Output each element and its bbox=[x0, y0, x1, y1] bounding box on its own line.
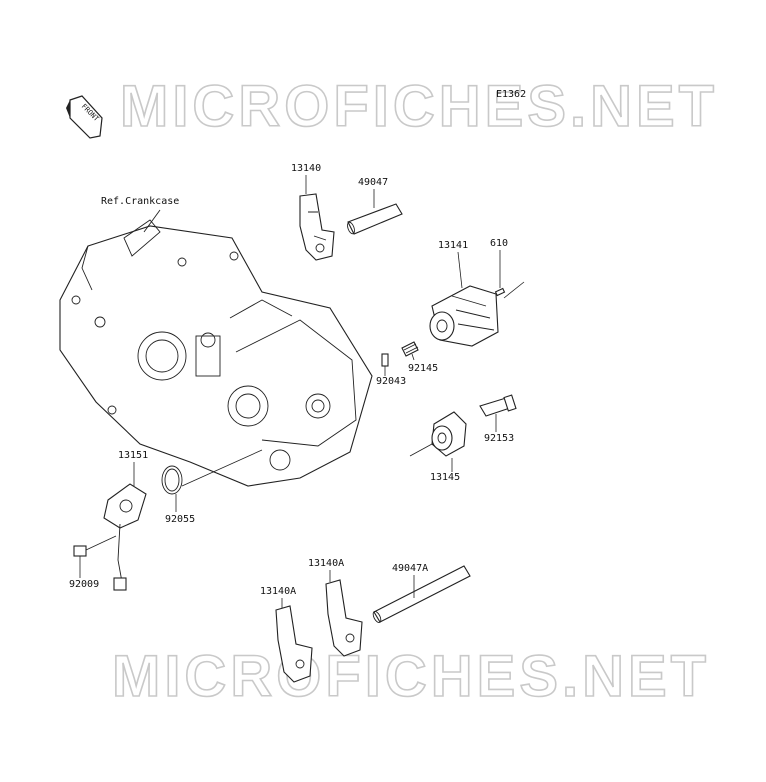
shift-drum-13141 bbox=[429, 285, 499, 347]
label-13151: 13151 bbox=[118, 450, 148, 461]
label-92055: 92055 bbox=[165, 514, 195, 525]
bolt-92153 bbox=[479, 394, 517, 417]
label-92043: 92043 bbox=[376, 376, 406, 387]
label-13145: 13145 bbox=[430, 472, 460, 483]
label-13140: 13140 bbox=[291, 163, 321, 174]
label-610: 610 bbox=[490, 238, 508, 249]
o-ring-92055 bbox=[161, 449, 263, 495]
label-92145: 92145 bbox=[408, 363, 438, 374]
shift-fork-13140 bbox=[299, 193, 335, 261]
label-92153: 92153 bbox=[484, 433, 514, 444]
screw-92009 bbox=[73, 535, 117, 557]
label-49047: 49047 bbox=[358, 177, 388, 188]
shaft-49047a bbox=[372, 565, 471, 623]
spring-92145 bbox=[401, 341, 419, 357]
label-92009: 92009 bbox=[69, 579, 99, 590]
label-13141: 13141 bbox=[438, 240, 468, 251]
crankcase-illustration bbox=[59, 209, 373, 487]
shaft-49047 bbox=[347, 203, 403, 235]
cam-13145 bbox=[409, 411, 467, 457]
pin-92043 bbox=[381, 353, 389, 367]
label-49047a: 49047A bbox=[392, 563, 428, 574]
front-arrow-badge: FRONT bbox=[66, 95, 103, 139]
label-13140a-right: 13140A bbox=[308, 558, 344, 569]
neutral-switch-13151 bbox=[103, 483, 147, 591]
diagram-code: E1362 bbox=[496, 89, 526, 100]
shift-fork-13140a-right bbox=[325, 579, 363, 657]
ref-crankcase-label: Ref.Crankcase bbox=[101, 196, 179, 207]
label-13140a-left: 13140A bbox=[260, 586, 296, 597]
pin-610 bbox=[494, 281, 525, 299]
shift-fork-13140a-left bbox=[275, 605, 313, 683]
watermark-bottom: MICROFICHES.NET bbox=[112, 644, 710, 709]
watermark-top: MICROFICHES.NET bbox=[120, 74, 718, 139]
